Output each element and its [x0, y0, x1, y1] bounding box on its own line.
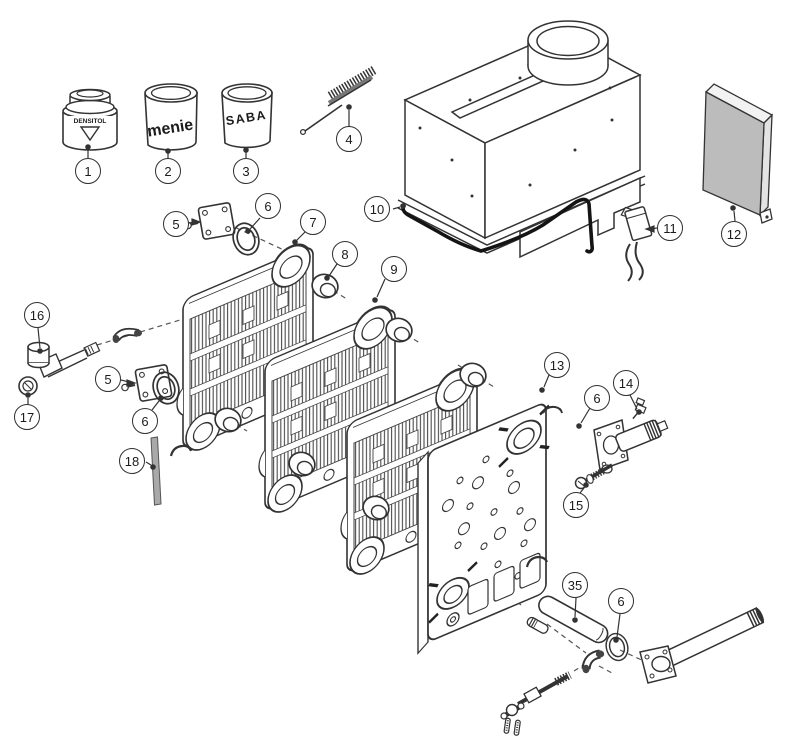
densitol-can: DENSITOL: [62, 88, 118, 151]
callout-18-number: 18: [124, 453, 140, 469]
callout-6a: 6: [255, 193, 281, 219]
retaining-hook: [525, 555, 549, 568]
end-section-plate: [417, 403, 550, 655]
callout-2: 2: [155, 158, 181, 184]
callout-13: 13: [544, 352, 570, 378]
callout-8-number: 8: [341, 246, 349, 262]
callout-2-number: 2: [164, 163, 172, 179]
callout-12-number: 12: [726, 226, 742, 242]
callout-4: 4: [336, 126, 362, 152]
callout-4-number: 4: [345, 131, 353, 147]
callout-14: 14: [613, 370, 639, 396]
callout-16-number: 16: [29, 307, 45, 323]
callout-5a: 5: [163, 211, 189, 237]
callout-12: 12: [721, 221, 747, 247]
push-nipple: [308, 270, 342, 302]
callout-6d: 6: [608, 588, 634, 614]
callout-6d-number: 6: [617, 593, 625, 609]
menie-can: menie: [144, 83, 198, 151]
callout-35: 35: [562, 572, 588, 598]
callout-35-number: 35: [567, 577, 583, 593]
ignition-transformer: [620, 206, 653, 282]
callout-16: 16: [24, 302, 50, 328]
callout-5b-number: 5: [104, 371, 112, 387]
elbow-fitting: [112, 327, 142, 343]
callout-6c: 6: [584, 385, 610, 411]
anchor-rod: [500, 671, 572, 736]
callout-6b-number: 6: [141, 413, 149, 429]
callout-7-number: 7: [309, 214, 317, 230]
callout-3: 3: [233, 158, 259, 184]
retaining-hook: [169, 444, 193, 457]
callout-1-number: 1: [84, 163, 92, 179]
insulation-panel: [702, 83, 774, 224]
threaded-nipple: [526, 616, 549, 634]
saba-can: SABA: [221, 83, 273, 149]
callout-8: 8: [332, 241, 358, 267]
saba-label: SABA: [225, 108, 268, 128]
callout-10-number: 10: [369, 201, 385, 217]
flanged-pipe: [639, 607, 765, 684]
bolt: [574, 463, 613, 490]
callout-3-number: 3: [242, 163, 250, 179]
cleaning-brush: [299, 66, 377, 136]
callout-5b: 5: [95, 366, 121, 392]
callout-13-number: 13: [549, 357, 565, 373]
callout-6a-number: 6: [264, 198, 272, 214]
callout-6b: 6: [132, 408, 158, 434]
boiler-casing: [397, 20, 646, 259]
callout-14-number: 14: [618, 375, 634, 391]
callout-7: 7: [300, 209, 326, 235]
sealing-cord: [401, 197, 594, 254]
callout-leaders: [25, 104, 736, 643]
callout-1: 1: [75, 158, 101, 184]
callout-6c-number: 6: [593, 390, 601, 406]
densitol-label: DENSITOL: [74, 118, 107, 125]
callout-17: 17: [14, 404, 40, 430]
callout-15: 15: [563, 492, 589, 518]
callout-5a-number: 5: [172, 216, 180, 232]
sensor-pocket: [593, 418, 669, 474]
sealing-strip: [150, 436, 162, 506]
callout-10: 10: [364, 196, 390, 222]
callout-11-number: 11: [663, 220, 677, 236]
callout-17-number: 17: [19, 409, 35, 425]
retaining-hook: [542, 405, 563, 414]
callout-9: 9: [381, 256, 407, 282]
callout-11: 11: [657, 215, 683, 241]
callout-9-number: 9: [390, 261, 398, 277]
callout-18: 18: [119, 448, 145, 474]
callout-15-number: 15: [568, 497, 584, 513]
elbow-fitting: [581, 649, 605, 674]
drain-valve: [18, 341, 101, 396]
